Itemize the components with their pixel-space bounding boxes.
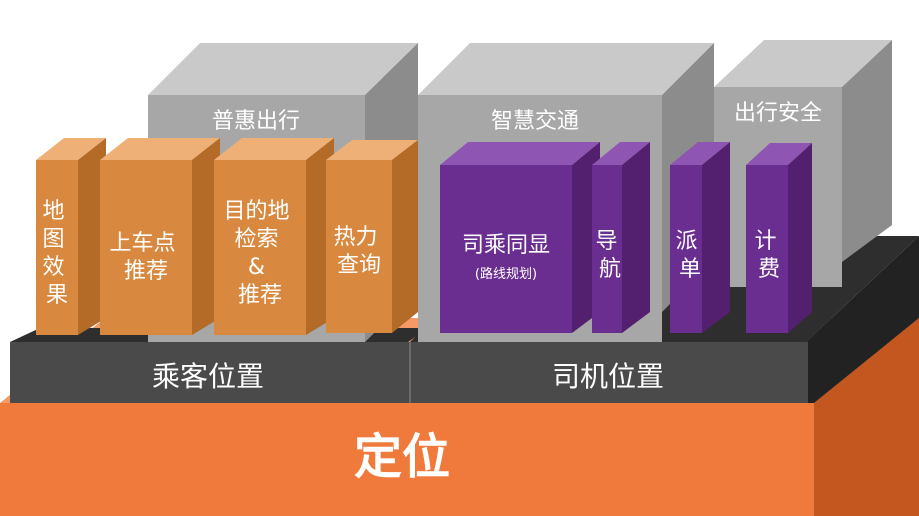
base-label: 定位 [354, 429, 450, 485]
scenario-label-puhui: 普惠出行 [212, 109, 300, 134]
feature-paidan: 派 单 [670, 142, 730, 333]
scenario-label-zhihui: 智慧交通 [491, 109, 579, 134]
feature-label-jifei: 计 费 [754, 229, 783, 282]
feature-ditu: 地 图 效 果 [36, 138, 106, 335]
feature-reli: 热力 查询 [326, 140, 418, 333]
feature-jifei: 计 费 [746, 143, 812, 333]
feature-label-sicheng: 司乘同显 [462, 233, 550, 258]
scenario-anquan: 出行安全 [714, 40, 892, 287]
feature-sublabel-sicheng: (路线规划) [475, 266, 537, 282]
feature-mudidi: 目的地 检索 & 推荐 [214, 138, 334, 335]
feature-label-ditu: 地 图 效 果 [42, 199, 71, 308]
feature-label-paidan: 派 单 [675, 229, 704, 282]
feature-label-daohang: 导 航 [595, 229, 624, 282]
feature-shangchedian: 上车点 推荐 [100, 138, 220, 335]
feature-label-reli: 热力 查询 [333, 225, 384, 278]
feature-label-shangchedian: 上车点 推荐 [109, 231, 182, 284]
feature-label-mudidi: 目的地 检索 & 推荐 [223, 199, 296, 308]
scenario-label-anquan: 出行安全 [734, 101, 822, 126]
feature-sicheng: 司乘同显 (路线规划) [440, 142, 600, 333]
feature-daohang: 导 航 [592, 142, 650, 333]
passenger-layer-label: 乘客位置 [152, 360, 264, 393]
driver-layer-label: 司机位置 [552, 360, 664, 393]
